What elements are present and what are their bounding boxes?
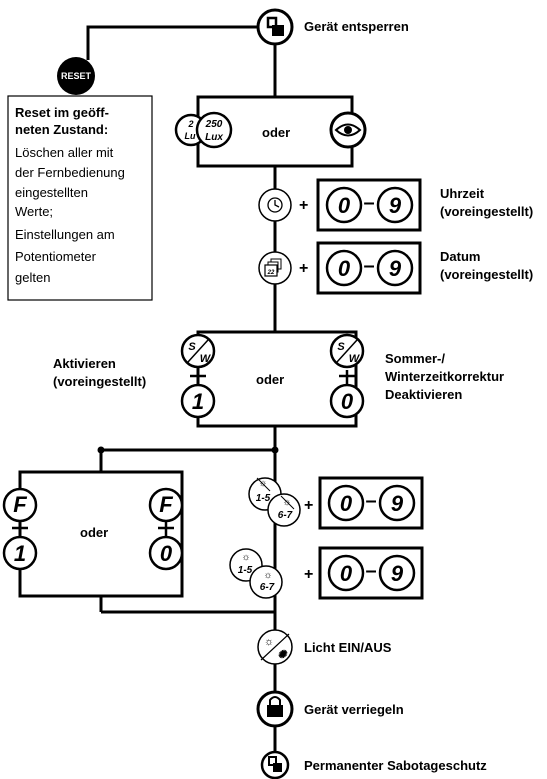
dst-label-2: Winterzeitkorrektur: [385, 369, 504, 384]
days-1-5-label: 1-5: [238, 565, 253, 576]
sun-glyph: ☼: [241, 552, 250, 563]
date-digit-box: [316, 241, 422, 295]
light-toggle-label: Licht EIN/AUS: [304, 640, 392, 655]
junction-dot: [271, 446, 279, 454]
light-on-weekday-icon[interactable]: ☼ 1-5 ☼ 6-7: [229, 548, 283, 599]
reset-note-line: Löschen aller mit: [15, 145, 114, 160]
activate-sub-label: (voreingestellt): [53, 374, 146, 389]
plus-sign: +: [299, 260, 308, 277]
digit-9-button[interactable]: 9: [376, 186, 414, 224]
reset-note-line: eingestellten: [15, 185, 88, 200]
date-sub-label: (voreingestellt): [440, 267, 533, 282]
f-off-digit-box: [318, 476, 424, 530]
digit-0-button[interactable]: 0: [327, 554, 365, 592]
time-sub-label: (voreingestellt): [440, 204, 533, 219]
activate-label: Aktivieren: [53, 356, 116, 371]
sw-w-label: W: [349, 353, 361, 365]
reset-note-heading-2: neten Zustand:: [15, 122, 108, 137]
digit-0-button[interactable]: 0: [325, 186, 363, 224]
digit-9-label: 9: [391, 491, 404, 516]
digit-0-label: 0: [340, 561, 353, 586]
digit-0-label: 0: [160, 541, 173, 566]
range-dash: –: [365, 490, 376, 512]
sw-s-label: S: [337, 341, 345, 353]
digit-9-label: 9: [389, 256, 402, 281]
digit-9-button[interactable]: 9: [378, 484, 416, 522]
time-label: Uhrzeit: [440, 186, 485, 201]
junction-dot: [97, 446, 105, 454]
reset-label: RESET: [61, 71, 92, 81]
f-1-button[interactable]: F 1: [2, 487, 38, 571]
light-off-weekday-icon[interactable]: ☼ 1-5 ☼ 6-7: [248, 477, 301, 527]
lux-unit-label: Lux: [205, 132, 223, 143]
lux-lu-label: Lu: [185, 131, 196, 141]
sun-glyph: ☼: [263, 570, 272, 581]
summer-winter-activate-button[interactable]: S W 1: [180, 333, 216, 419]
digit-0-label: 0: [340, 491, 353, 516]
date-label: Datum: [440, 249, 480, 264]
calendar-icon[interactable]: 22: [258, 251, 292, 285]
digit-0-button[interactable]: 0: [325, 249, 363, 287]
sun-off-glyph: ✺: [277, 649, 288, 661]
reset-note-heading-1: Reset im geöff-: [15, 105, 109, 120]
or-label: oder: [262, 125, 290, 140]
reset-note-line: Einstellungen am: [15, 227, 115, 242]
sun-glyph: ☼: [264, 636, 274, 648]
digit-0-label: 0: [338, 256, 351, 281]
or-label: oder: [256, 372, 284, 387]
range-dash: –: [365, 560, 376, 582]
days-6-7-label: 6-7: [278, 510, 293, 521]
lock-icon[interactable]: [256, 690, 294, 728]
lock-label: Gerät verriegeln: [304, 702, 404, 717]
plus-sign: +: [299, 197, 308, 214]
sw-w-label: W: [200, 353, 212, 365]
f-0-button[interactable]: F 0: [148, 487, 184, 571]
unlock-icon[interactable]: [256, 8, 294, 46]
f-on-digit-box: [318, 546, 424, 600]
digit-9-label: 9: [391, 561, 404, 586]
permanent-lock-icon[interactable]: [260, 750, 290, 779]
f-label: F: [159, 492, 173, 517]
digit-1-label: 1: [14, 541, 26, 566]
range-dash: –: [363, 192, 374, 214]
calendar-day-label: 22: [267, 270, 275, 276]
dst-label-3: Deaktivieren: [385, 387, 462, 402]
reset-note-line: gelten: [15, 270, 50, 285]
digit-1-label: 1: [192, 389, 204, 414]
days-6-7-label: 6-7: [260, 582, 275, 593]
sw-s-label: S: [188, 341, 196, 353]
or-label: oder: [80, 525, 108, 540]
lux-icon[interactable]: 2 Lu 250 Lux: [174, 111, 233, 149]
f-label: F: [13, 492, 27, 517]
digit-9-label: 9: [389, 193, 402, 218]
light-toggle-icon[interactable]: ☼ ✺: [257, 629, 293, 665]
reset-note-line: Potentiometer: [15, 249, 97, 264]
reset-button[interactable]: RESET: [57, 57, 95, 95]
digit-9-button[interactable]: 9: [378, 554, 416, 592]
days-1-5-label: 1-5: [256, 493, 271, 504]
eye-icon[interactable]: [329, 111, 367, 149]
plus-sign: +: [304, 566, 313, 583]
digit-0-label: 0: [338, 193, 351, 218]
lux-250-label: 250: [205, 119, 223, 130]
reset-note-box: [7, 95, 153, 301]
range-dash: –: [363, 255, 374, 277]
plus-sign: +: [304, 497, 313, 514]
digit-0-button[interactable]: 0: [327, 484, 365, 522]
permanent-label: Permanenter Sabotageschutz: [304, 758, 487, 773]
dst-label-1: Sommer-/: [385, 351, 445, 366]
unlock-label: Gerät entsperren: [304, 19, 409, 34]
clock-icon[interactable]: [258, 188, 292, 222]
reset-note-line: Werte;: [15, 204, 53, 219]
digit-9-button[interactable]: 9: [376, 249, 414, 287]
reset-note-line: der Fernbedienung: [15, 165, 125, 180]
digit-0-label: 0: [341, 389, 354, 414]
summer-winter-deactivate-button[interactable]: S W 0: [329, 333, 365, 419]
lux-2-label: 2: [187, 119, 193, 129]
time-digit-box: [316, 178, 422, 232]
